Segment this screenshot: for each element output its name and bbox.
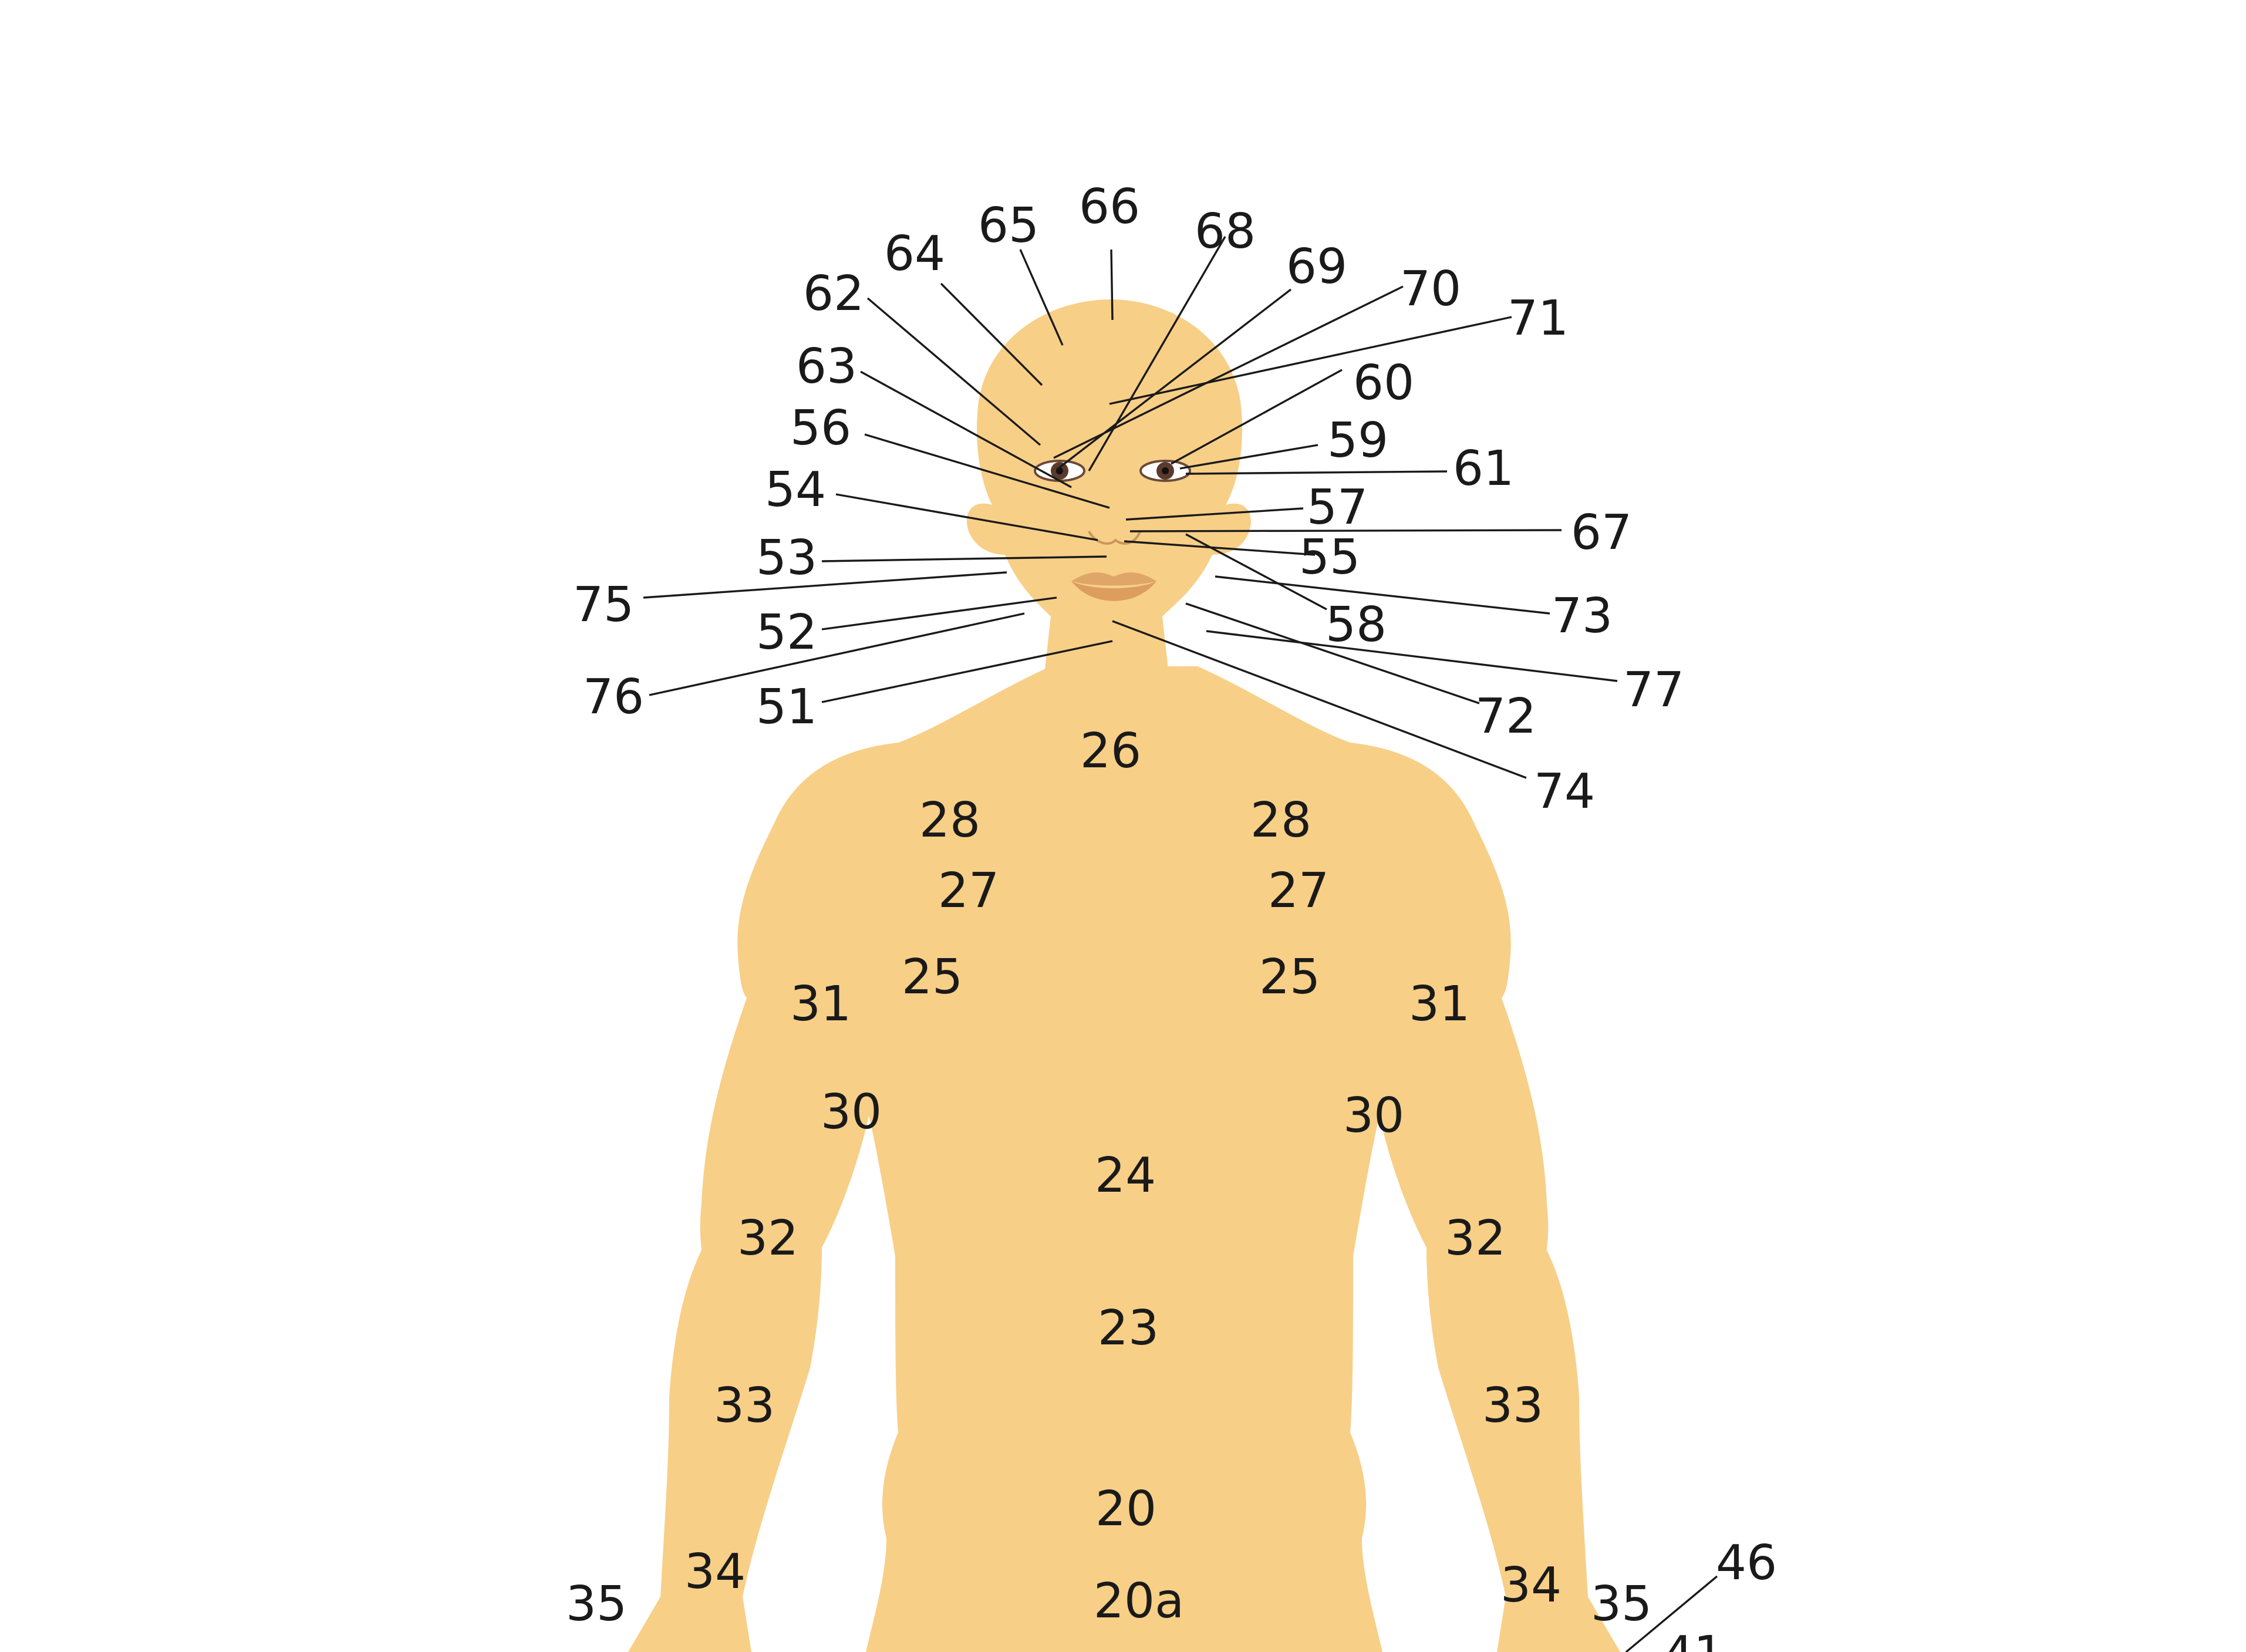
leader-lines — [643, 236, 1718, 1652]
label-31-right: 31 — [1409, 976, 1470, 1032]
label-63: 63 — [796, 339, 857, 395]
label-55: 55 — [1299, 530, 1360, 585]
label-31-left: 31 — [790, 976, 851, 1032]
label-35-left: 35 — [566, 1576, 627, 1632]
label-30-left: 30 — [821, 1084, 882, 1140]
label-66: 66 — [1079, 179, 1140, 235]
face-features — [1034, 460, 1191, 601]
torso-arms-shape — [628, 666, 1620, 1652]
label-59: 59 — [1327, 413, 1388, 468]
label-33-right: 33 — [1482, 1378, 1543, 1434]
label-61: 61 — [1453, 441, 1514, 497]
label-26: 26 — [1080, 723, 1141, 779]
label-30-right: 30 — [1343, 1088, 1404, 1144]
label-24: 24 — [1095, 1148, 1156, 1203]
label-32-right: 32 — [1445, 1211, 1506, 1266]
label-28-right: 28 — [1250, 793, 1311, 848]
label-76: 76 — [583, 669, 644, 725]
label-27-left: 27 — [938, 863, 999, 919]
label-25-left: 25 — [902, 949, 963, 1005]
label-72: 72 — [1475, 689, 1536, 744]
label-70: 70 — [1400, 261, 1461, 317]
lips-icon — [1071, 572, 1156, 601]
label-60: 60 — [1353, 355, 1414, 411]
label-23: 23 — [1098, 1300, 1159, 1356]
label-25-right: 25 — [1259, 949, 1320, 1005]
label-46: 46 — [1716, 1535, 1777, 1591]
label-20a: 20a — [1094, 1573, 1185, 1629]
label-73: 73 — [1552, 588, 1613, 644]
label-67: 67 — [1571, 505, 1632, 561]
label-54: 54 — [765, 462, 826, 518]
label-27-right: 27 — [1268, 863, 1329, 919]
label-52: 52 — [756, 605, 817, 660]
label-62: 62 — [803, 266, 864, 322]
label-71: 71 — [1508, 291, 1569, 346]
label-65: 65 — [978, 198, 1039, 254]
label-58: 58 — [1326, 597, 1387, 653]
label-68: 68 — [1195, 204, 1256, 259]
right-eye-icon — [1139, 460, 1191, 482]
label-69: 69 — [1286, 239, 1347, 295]
body-silhouette — [628, 299, 1620, 1652]
label-53: 53 — [756, 530, 817, 586]
label-74: 74 — [1534, 764, 1595, 820]
label-34-left: 34 — [684, 1544, 746, 1600]
label-77: 77 — [1623, 662, 1684, 718]
label-20: 20 — [1095, 1481, 1156, 1537]
label-28-left: 28 — [919, 793, 980, 848]
label-75: 75 — [573, 577, 634, 633]
label-56: 56 — [790, 400, 851, 456]
label-33-left: 33 — [714, 1378, 775, 1434]
label-57: 57 — [1307, 480, 1368, 535]
label-64: 64 — [884, 226, 945, 282]
label-35-right: 35 — [1591, 1576, 1652, 1632]
label-34-right: 34 — [1500, 1557, 1562, 1613]
label-51: 51 — [756, 679, 817, 735]
label-32-left: 32 — [737, 1211, 798, 1266]
label-41: 41 — [1663, 1626, 1724, 1652]
head-shape — [966, 299, 1251, 669]
point-labels: 66 65 64 62 63 56 54 53 75 52 76 51 68 6… — [566, 179, 1777, 1652]
